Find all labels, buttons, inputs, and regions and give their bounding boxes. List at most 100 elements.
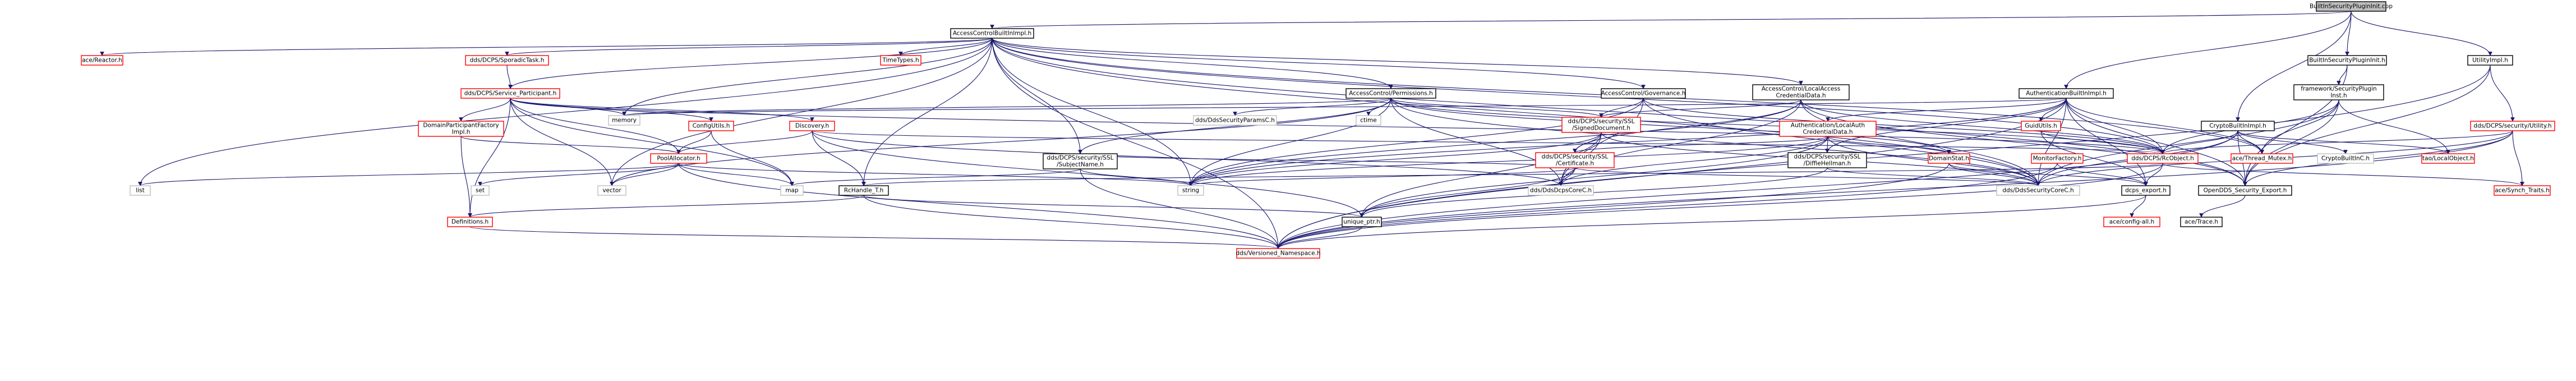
node-label: /DiffieHellman.h <box>1804 160 1851 167</box>
node-ddssecurityparamsc[interactable]: dds/DdsSecurityParamsC.h <box>1193 115 1277 126</box>
node-configutils[interactable]: ConfigUtils.h <box>688 121 734 131</box>
node-reactor[interactable]: ace/Reactor.h <box>81 55 123 66</box>
node-discovery[interactable]: Discovery.h <box>789 121 835 131</box>
node-root[interactable]: BuiltInSecurityPluginInit.cpp <box>2310 1 2393 12</box>
node-label: UtilityImpl.h <box>2472 57 2508 64</box>
node-label: AccessControl/LocalAccess <box>1762 86 1841 93</box>
node-label: Definitions.h <box>451 219 489 226</box>
node-ddsdcpscorec[interactable]: dds/DdsDcpsCoreC.h <box>1528 185 1594 196</box>
node-cryptobuiltin[interactable]: CryptoBuiltInImpl.h <box>2201 121 2275 131</box>
node-certificate[interactable]: dds/DCPS/security/SSL/Certificate.h <box>1535 152 1615 168</box>
node-rcobject[interactable]: dds/DCPS/RcObject.h <box>2127 153 2199 164</box>
node-localaccess[interactable]: AccessControl/LocalAccessCredentialData.… <box>1752 84 1850 100</box>
edge-podallocator-to-map <box>678 163 794 186</box>
node-sporadictask[interactable]: dds/DCPS/SporadicTask.h <box>465 55 549 66</box>
node-localobject[interactable]: tao/LocalObject.h <box>2421 153 2475 164</box>
edge-serviceparticipant-to-podallocator <box>510 98 681 154</box>
edge-rcobject-to-versioned <box>1276 163 2163 249</box>
node-label: GuidUtils.h <box>2025 123 2057 130</box>
node-serviceparticipant[interactable]: dds/DCPS/Service_Participant.h <box>460 88 560 99</box>
node-label: string <box>1182 187 1199 194</box>
edge-rchandle-to-uniqueptr <box>863 195 1364 218</box>
edge-permissions-to-vector <box>610 98 1391 186</box>
node-guidutils[interactable]: GuidUtils.h <box>2021 121 2061 131</box>
node-rchandle[interactable]: RcHandle_T.h <box>838 185 889 196</box>
edge-accesscontrolbuiltin-to-governance <box>992 38 1646 89</box>
node-label: dds/DCPS/SporadicTask.h <box>470 57 545 64</box>
edge-root-to-cryptobuiltin <box>2236 11 2352 122</box>
edge-accesscontrolbuiltin-to-vector <box>610 38 993 186</box>
edge-authbuiltin-to-threadmutex <box>2066 98 2264 154</box>
edge-rchandle-to-definitions <box>468 195 864 218</box>
node-cryptobuiltinc[interactable]: CryptoBuiltInC.h <box>2317 153 2374 164</box>
node-box <box>838 185 889 196</box>
edge-governance-to-string <box>1188 98 1644 186</box>
node-versioned[interactable]: dds/Versioned_Namespace.h <box>1236 248 1321 259</box>
node-box <box>650 153 707 164</box>
edge-permissions-to-ddsdcpscorec <box>1390 98 1563 186</box>
node-label: dds/DdsDcpsCoreC.h <box>1530 187 1592 194</box>
node-box <box>1601 88 1686 99</box>
node-builtinpluginh[interactable]: BuiltInSecurityPluginInit.h <box>2307 55 2387 66</box>
node-subjectname[interactable]: dds/DCPS/security/SSL/SubjectName.h <box>1043 153 1118 169</box>
edge-accesscontrolbuiltin-to-memory <box>622 38 993 116</box>
node-box <box>447 217 493 227</box>
node-box <box>2103 217 2160 227</box>
node-label: dds/DCPS/security/SSL <box>1047 155 1114 162</box>
node-string[interactable]: string <box>1177 185 1204 196</box>
node-ddsexport[interactable]: dcps_export.h <box>2121 185 2171 196</box>
node-memory[interactable]: memory <box>608 115 640 126</box>
edge-accesscontrolbuiltin-to-list <box>138 38 993 186</box>
node-aceconfig[interactable]: ace/config-all.h <box>2103 217 2160 227</box>
edge-definitions-to-versioned <box>469 226 1280 249</box>
node-utilityimpl[interactable]: UtilityImpl.h <box>2467 55 2513 66</box>
node-label: AccessControl/Governance.h <box>1601 90 1686 97</box>
edge-root-to-utilityimpl <box>2351 11 2492 56</box>
node-list[interactable]: list <box>130 185 151 196</box>
node-box <box>460 88 560 99</box>
node-definitions[interactable]: Definitions.h <box>447 217 493 227</box>
node-opendds_security_export[interactable]: OpenDDS_Security_Export.h <box>2198 185 2292 196</box>
edge-authbuiltin-to-rcobject <box>2066 98 2165 154</box>
node-threadmutex[interactable]: ace/Thread_Mutex.h <box>2231 153 2293 164</box>
node-label: CryptoBuiltInC.h <box>2321 155 2370 162</box>
edge-root-to-accesscontrolbuiltin <box>990 11 2352 29</box>
edge-certificate-to-uniqueptr <box>1360 167 1575 218</box>
edge-serviceparticipant-to-memory <box>510 98 626 116</box>
node-box <box>2127 153 2199 164</box>
edge-authlocalauth-to-domainstat <box>1827 136 1951 154</box>
node-permissions[interactable]: AccessControl/Permissions.h <box>1345 88 1436 99</box>
node-acetrace[interactable]: ace/Trace.h <box>2180 217 2223 227</box>
node-uniqueptr[interactable]: unique_ptr.h <box>1342 217 1382 227</box>
node-podallocator[interactable]: PoolAllocator.h <box>650 153 707 164</box>
node-label: ace/Thread_Mutex.h <box>2232 155 2292 162</box>
node-diffiehellman[interactable]: dds/DCPS/security/SSL/DiffieHellman.h <box>1787 152 1867 168</box>
node-set[interactable]: set <box>471 185 490 196</box>
edge-permissions-to-ddssecuritycorec <box>1390 98 2040 186</box>
node-ctime[interactable]: ctime <box>1356 115 1381 126</box>
node-governance[interactable]: AccessControl/Governance.h <box>1601 88 1686 99</box>
node-authbuiltin[interactable]: AuthenticationBuiltInImpl.h <box>2019 88 2114 99</box>
node-label: ctime <box>1360 117 1377 124</box>
edge-domainstat-to-ddssecuritycorec <box>1948 163 2040 186</box>
nodes: BuiltInSecurityPluginInit.cppAccessContr… <box>81 1 2555 259</box>
node-timetypes[interactable]: TimeTypes.h <box>880 55 921 66</box>
node-label: Inst.h <box>2330 93 2347 99</box>
node-accesscontrolbuiltin[interactable]: AccessControlBuiltInImpl.h <box>950 28 1034 39</box>
node-securityutility[interactable]: dds/DCPS/security/Utility.h <box>2470 121 2555 131</box>
node-map[interactable]: map <box>780 185 804 196</box>
node-domainstat[interactable]: DomainStat.h <box>1928 153 1970 164</box>
node-box <box>2421 153 2475 164</box>
node-box <box>471 185 490 196</box>
node-signeddocument[interactable]: dds/DCPS/security/SSL/SignedDocument.h <box>1561 117 1641 133</box>
node-vector[interactable]: vector <box>597 185 626 196</box>
node-ddssecuritycorec[interactable]: dds/DdsSecurityCoreC.h <box>1996 185 2080 196</box>
node-monitorfactory[interactable]: MonitorFactory.h <box>2031 153 2084 164</box>
edge-subjectname-to-map <box>790 168 1081 186</box>
node-synchtraits[interactable]: ace/Synch_Traits.h <box>2494 185 2551 196</box>
edge-serviceparticipant-to-vector <box>510 98 614 186</box>
